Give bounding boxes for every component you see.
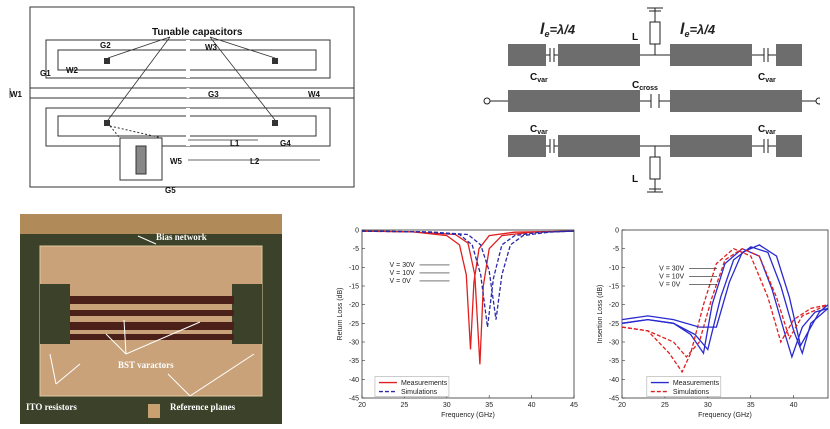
inductor-top-label: L: [632, 32, 638, 43]
y-tick-label: -45: [349, 396, 359, 403]
x-axis-label: Frequency (GHz): [698, 412, 752, 419]
voltage-annotation: V = 10V: [659, 273, 684, 280]
y-axis-label: Insertion Loss (dB): [597, 285, 604, 344]
x-tick-label: 20: [618, 402, 626, 409]
g5-label: G5: [165, 186, 176, 195]
svg-text:Cvar: Cvar: [530, 124, 548, 136]
tunable-capacitors-label: Tunable capacitors: [152, 27, 243, 38]
y-tick-label: -35: [349, 358, 359, 365]
g1-label: G1: [40, 69, 51, 78]
w2-label: W2: [66, 66, 79, 75]
svg-text:le=λ/4: le=λ/4: [540, 21, 576, 39]
y-tick-label: 0: [355, 228, 359, 235]
x-tick-label: 35: [485, 402, 493, 409]
y-tick-label: -15: [349, 284, 359, 291]
voltage-annotation: V = 0V: [390, 278, 412, 285]
legend-label: Measurements: [673, 380, 720, 387]
x-tick-label: 30: [443, 402, 451, 409]
y-tick-label: -30: [609, 340, 619, 347]
voltage-annotation: V = 30V: [659, 265, 684, 272]
x-tick-label: 30: [704, 402, 712, 409]
inductor-bottom-label: L: [632, 174, 638, 185]
y-tick-label: -20: [609, 302, 619, 309]
y-tick-label: -35: [609, 358, 619, 365]
layout-diagram: Tunable capacitors G2 W2 G1 W1 W3 G3 W4 …: [0, 0, 360, 195]
plot-area: [621, 229, 829, 399]
x-tick-label: 40: [528, 402, 536, 409]
y-tick-label: -25: [609, 321, 619, 328]
y-tick-label: -5: [613, 246, 619, 253]
voltage-annotation: V = 0V: [659, 281, 681, 288]
l1-label: L1: [230, 139, 240, 148]
x-tick-label: 25: [661, 402, 669, 409]
x-tick-label: 25: [401, 402, 409, 409]
voltage-annotation: V = 30V: [390, 262, 415, 269]
reference-planes-label: Reference planes: [170, 402, 236, 412]
g4-label: G4: [280, 139, 291, 148]
svg-text:Cvar: Cvar: [530, 72, 548, 84]
simulation-curve: [621, 247, 829, 374]
w4-label: W4: [308, 90, 321, 99]
simulation-curve: [361, 230, 575, 320]
measurement-curve: [621, 244, 829, 348]
x-tick-label: 45: [570, 402, 578, 409]
y-tick-label: -30: [349, 340, 359, 347]
y-tick-label: -5: [353, 246, 359, 253]
w5-label: W5: [170, 157, 183, 166]
x-tick-label: 40: [790, 402, 798, 409]
g2-label: G2: [100, 41, 111, 50]
y-tick-label: -25: [349, 321, 359, 328]
bst-varactors-label: BST varactors: [118, 360, 174, 370]
w3-label: W3: [205, 43, 218, 52]
svg-text:le=λ/4: le=λ/4: [680, 21, 716, 39]
simulation-curve: [621, 247, 829, 358]
y-tick-label: -15: [609, 284, 619, 291]
y-tick-label: -40: [609, 377, 619, 384]
measurement-curve: [361, 230, 575, 350]
y-tick-label: -20: [349, 302, 359, 309]
legend-label: Simulations: [673, 389, 710, 396]
svg-text:Cvar: Cvar: [758, 72, 776, 84]
x-axis-label: Frequency (GHz): [441, 412, 495, 419]
device-photo: Bias network BST varactors ITO resistors…: [20, 214, 282, 424]
legend-label: Measurements: [401, 380, 448, 387]
circuit-diagram: le=λ/4 le=λ/4 L L Cvar Cvar Cvar Cvar Cc…: [480, 0, 823, 200]
y-axis-label: Return Loss (dB): [337, 288, 344, 341]
y-tick-label: 0: [615, 228, 619, 235]
y-tick-label: -10: [609, 265, 619, 272]
g3-label: G3: [208, 90, 219, 99]
y-tick-label: -45: [609, 396, 619, 403]
y-tick-label: -10: [349, 265, 359, 272]
legend-label: Simulations: [401, 389, 438, 396]
svg-text:Cvar: Cvar: [758, 124, 776, 136]
ito-resistors-label: ITO resistors: [26, 402, 77, 412]
x-tick-label: 20: [358, 402, 366, 409]
x-tick-label: 35: [747, 402, 755, 409]
y-tick-label: -40: [349, 377, 359, 384]
w1-label: W1: [10, 90, 23, 99]
bias-network-label: Bias network: [156, 232, 207, 242]
voltage-annotation: V = 10V: [390, 270, 415, 277]
l2-label: L2: [250, 157, 260, 166]
svg-text:Ccross: Ccross: [632, 80, 658, 92]
